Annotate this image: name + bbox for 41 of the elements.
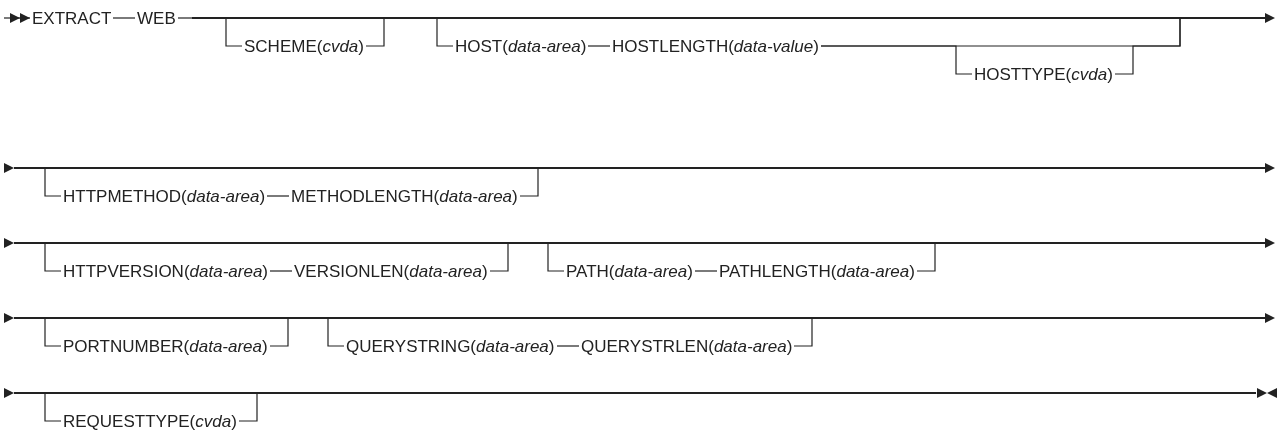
connector-line [44,318,62,347]
syntax-keyword: PATHLENGTH(data-area) [717,262,917,280]
connector-line [44,243,62,272]
connector-line [1114,18,1181,75]
connector-line [694,270,718,272]
connector-line [44,393,62,422]
syntax-keyword: PORTNUMBER(data-area) [61,337,270,355]
connector-line [112,17,136,19]
connector-line [489,243,509,272]
connector-line [820,45,973,75]
syntax-keyword: HOSTTYPE(cvda) [972,65,1115,83]
syntax-keyword: HTTPVERSION(data-area) [61,262,270,280]
syntax-keyword: QUERYSTRLEN(data-area) [579,337,795,355]
connector-line [177,17,193,19]
connector-line [556,345,580,347]
connector-line [269,318,289,347]
connector-line [225,18,243,47]
syntax-keyword: REQUESTTYPE(cvda) [61,412,239,430]
connector-line [916,243,936,272]
syntax-keyword: HTTPMETHOD(data-area) [61,187,268,205]
connector-line [3,13,31,23]
connector-line [238,393,258,422]
syntax-keyword: HOST(data-area) [453,37,589,55]
connector-line [266,195,290,197]
connector-line [793,318,813,347]
connector-line [436,18,454,47]
connector-line [519,168,539,197]
syntax-keyword: PATH(data-area) [564,262,695,280]
syntax-keyword: METHODLENGTH(data-area) [289,187,520,205]
syntax-keyword: EXTRACT [30,9,114,27]
connector-line [327,318,345,347]
connector-line [365,18,385,47]
syntax-keyword: QUERYSTRING(data-area) [344,337,557,355]
syntax-keyword: HOSTLENGTH(data-value) [610,37,821,55]
connector-line [547,243,565,272]
syntax-keyword: WEB [135,9,178,27]
syntax-keyword: SCHEME(cvda) [242,37,366,55]
connector-line [587,45,611,47]
syntax-keyword: VERSIONLEN(data-area) [292,262,490,280]
connector-line [44,168,62,197]
connector-line [269,270,293,272]
